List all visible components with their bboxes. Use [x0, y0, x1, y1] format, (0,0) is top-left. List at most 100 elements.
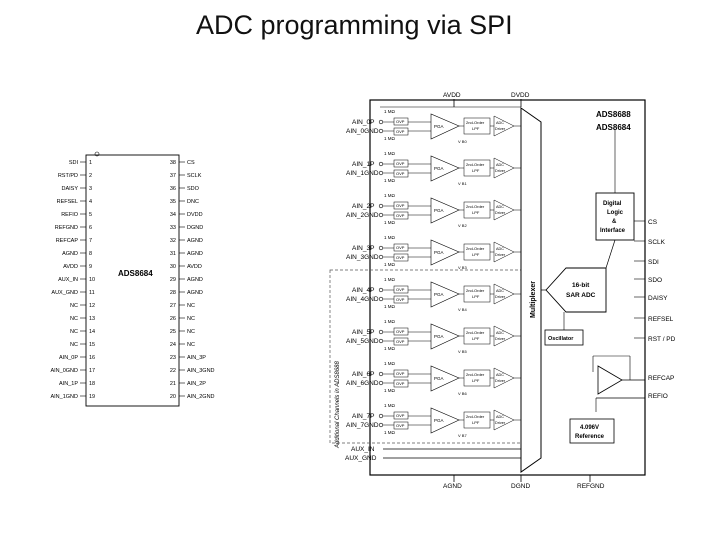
ovp-label: OVP [396, 171, 405, 176]
right-pin-label: AGND [187, 290, 203, 296]
lpf-label-2: LPF [472, 336, 480, 341]
adc-driver [493, 157, 515, 179]
input-terminal [378, 296, 384, 302]
left-pin-number: 15 [89, 342, 95, 348]
input-terminal [378, 245, 384, 251]
right-pin-number: 24 [170, 342, 176, 348]
left-pin-label: NC [70, 303, 78, 309]
left-pin-label: NC [70, 329, 78, 335]
left-pin-number: 7 [89, 238, 92, 244]
input-terminal [378, 119, 384, 125]
input-terminal [378, 170, 384, 176]
right-pin-label: NC [187, 303, 195, 309]
channel-p-label: AIN_7P [352, 413, 374, 420]
pga-amplifier [430, 155, 460, 182]
right-pin-number: 20 [170, 394, 176, 400]
pin1-marker [94, 151, 100, 157]
adc-driver [493, 241, 515, 263]
resistor-label: 1 MΩ [384, 262, 396, 267]
reference-block [569, 418, 615, 444]
channel-p-label: AIN_0P [352, 119, 374, 126]
resistor-label: 1 MΩ [384, 361, 396, 366]
right-pin-number: 36 [170, 186, 176, 192]
lpf-label-1: 2nd-Order [466, 204, 485, 209]
channel-gnd-label: AIN_2GND [346, 212, 379, 219]
part-label-ads8684: ADS8684 [596, 123, 631, 132]
ovp-box [393, 337, 409, 346]
right-io-label: REFSEL [648, 316, 674, 323]
resistor-label: 1 MΩ [384, 430, 396, 435]
right-pin-label: DNC [187, 199, 199, 205]
left-pin-number: 18 [89, 381, 95, 387]
right-io-label: DAISY [648, 295, 668, 302]
right-pin-label: AIN_3GND [187, 368, 215, 374]
right-io-label: SCLK [648, 239, 666, 246]
lpf-label-1: 2nd-Order [466, 246, 485, 251]
adc-to-digital [605, 239, 616, 269]
channel-p-label: AIN_5P [352, 329, 374, 336]
adc-driver [493, 283, 515, 305]
ovp-label: OVP [396, 339, 405, 344]
lpf-label-1: 2nd-Order [466, 414, 485, 419]
left-pin-label: AIN_0GND [50, 368, 78, 374]
left-pin-label: REFGND [55, 225, 78, 231]
channel-gnd-label: AIN_3GND [346, 254, 379, 261]
resistor-label: 1 MΩ [384, 136, 396, 141]
input-terminal [378, 329, 384, 335]
driver-label-1: ADC [496, 163, 504, 167]
channel-p-label: AIN_1P [352, 161, 374, 168]
pga-amplifier [430, 197, 460, 224]
input-terminal [378, 161, 384, 167]
right-io-label: SDI [648, 259, 659, 266]
driver-label-2: Driver [495, 169, 506, 173]
functional-block-diagram: Additional Channels in ADS8688 AVDD DVDD… [329, 92, 676, 490]
ovp-label: OVP [396, 203, 405, 208]
left-pin-label: AGND [62, 251, 78, 257]
ovp-label: OVP [396, 371, 405, 376]
right-pin-label: DGND [187, 225, 203, 231]
ovp-box [393, 285, 409, 294]
ovp-label: OVP [396, 119, 405, 124]
ovp-box [393, 117, 409, 126]
multiplexer [520, 107, 542, 473]
ovp-box [393, 295, 409, 304]
channel-gnd-label: AIN_5GND [346, 338, 379, 345]
vb-label: V B2 [458, 223, 467, 228]
vb-label: V B4 [458, 307, 467, 312]
ovp-box [393, 243, 409, 252]
input-terminal [378, 338, 384, 344]
ovp-label: OVP [396, 255, 405, 260]
vb-label: V B6 [458, 391, 467, 396]
right-pin-number: 27 [170, 303, 176, 309]
aux-gnd-label: AUX_GND [345, 455, 377, 462]
adc-driver [493, 367, 515, 389]
pga-label: PGA [434, 166, 444, 171]
adc-driver [493, 115, 515, 137]
ovp-box [393, 369, 409, 378]
pga-amplifier [430, 239, 460, 266]
left-pin-number: 11 [89, 290, 95, 296]
lpf-label-2: LPF [472, 252, 480, 257]
lpf-label-2: LPF [472, 420, 480, 425]
left-pin-number: 19 [89, 394, 95, 400]
additional-channels-label: Additional Channels in ADS8688 [335, 361, 341, 449]
channel-gnd-label: AIN_7GND [346, 422, 379, 429]
channel-p-label: AIN_6P [352, 371, 374, 378]
right-pin-number: 23 [170, 355, 176, 361]
left-pin-label: AVDD [63, 264, 78, 270]
driver-label-1: ADC [496, 415, 504, 419]
channel-p-label: AIN_3P [352, 245, 374, 252]
digital-logic-block [595, 192, 635, 241]
right-pin-number: 25 [170, 329, 176, 335]
digital-label-3: & [612, 219, 617, 225]
sar-adc [545, 267, 607, 313]
pga-label: PGA [434, 208, 444, 213]
ovp-box [393, 159, 409, 168]
adc-label-1: 16-bit [572, 282, 590, 289]
ovp-box [393, 211, 409, 220]
resistor-label: 1 MΩ [384, 193, 396, 198]
pga-amplifier [430, 281, 460, 308]
